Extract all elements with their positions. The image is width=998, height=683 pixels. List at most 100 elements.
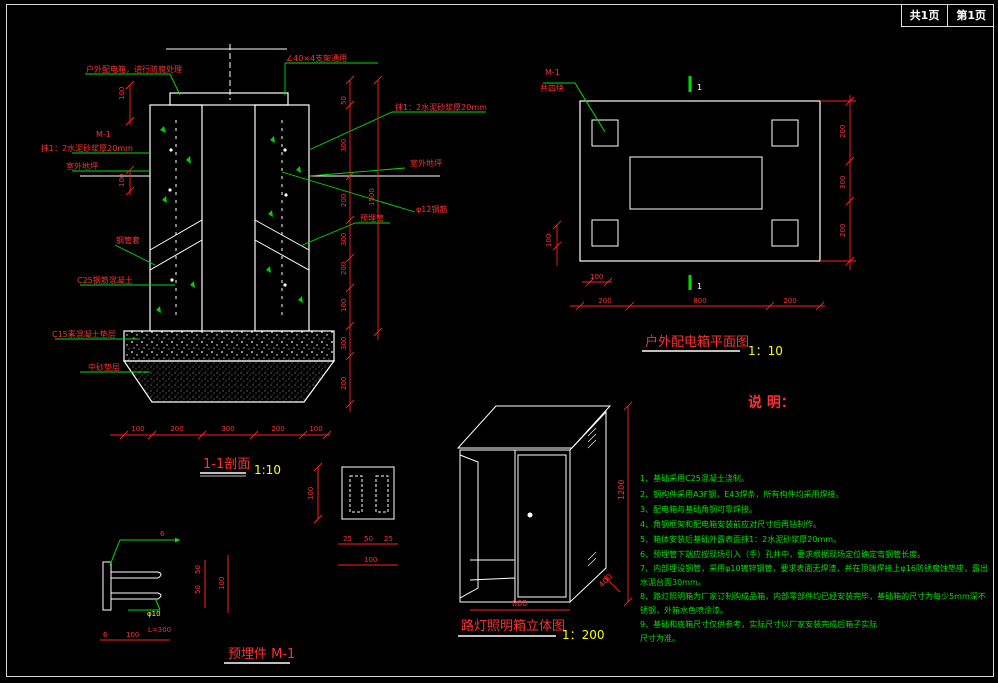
label-outdoor-ground-left: 室外地坪 [66,161,98,171]
dim-right-6: 200 [340,262,348,275]
plan-dim-small: 100 [590,273,603,281]
embed-label-v3: 100 [218,577,226,590]
label-mortar-left: 抹1：2水泥砂浆厚20mm [41,143,133,153]
cabinet-dim-width: 800 [512,599,527,608]
section-view [80,44,440,403]
embed-label-phi: φ10 [147,610,161,618]
plan-dim-right-1: 200 [839,125,847,138]
plan-label-embed: M-1 [545,68,560,77]
dim-right-5: 1500 [368,188,376,206]
embed-title: 预埋件 M-1 [228,647,295,662]
embed-label-dim6: 6 [103,631,108,639]
label-concrete-base: C25钢筋混凝土 [77,275,133,285]
cabinet-title: 路灯照明箱立体图 [461,618,565,634]
cabinet-title-block: 路灯照明箱立体图 1：200 [458,618,605,642]
plan-embed-4 [771,219,799,247]
notes-list: 1、基础采用C25混凝土浇制。 2、钢构件采用A3F钢，E43焊条，所有构件均采… [640,473,925,559]
notes-list-wrapped: 7、内部埋设钢管，采用φ10镀锌钢管，要求表面无焊渣，并在顶端焊接上φ16防锈腐… [636,562,988,646]
plan-view [543,76,821,290]
embed-label-v1: 50 [194,565,202,574]
dim-bottom-4: 200 [271,425,284,433]
plan-label-embed-desc: 共四块 [540,83,564,93]
top-channel-steel [169,92,289,106]
plan-dim-bottom-1: 200 [598,297,611,305]
plan-dim-bottom-3: 200 [783,297,796,305]
dim-right-9: 200 [340,377,348,390]
embed-label-six: 6 [160,530,165,538]
embed-label-dim100: 100 [126,631,139,639]
section-dims-bottom [110,430,332,440]
page-number-label: 第1页 [956,9,986,22]
plan-section-mark-bottom-label: 1 [697,282,702,291]
note-item: 9、基础和底箱尺寸仅供参考，实际尺寸以厂家安装完成后箱子实际 [640,620,878,629]
label-top-channel: ∠40×4支架通用 [286,53,347,63]
section-scale: 1:10 [254,463,281,477]
label-rebar-right: φ12钢筋 [416,204,447,214]
plan-section-mark-top-label: 1 [697,83,702,92]
cabinet-side [569,410,607,604]
plan-title: 户外配电箱平面图 [645,334,749,350]
plan-dims-left [552,220,613,287]
plate-dim-b3: 25 [384,535,393,543]
gravel-cushion [122,360,336,403]
note-item: 8、路灯照明箱为厂家订制购成品箱，内部零部件均已经安装完毕，基础箱的尺寸为每少5… [640,592,986,615]
cabinet-top [456,405,612,449]
plan-dims-bottom [570,301,825,311]
plan-embed-3 [591,219,619,247]
label-steel-pipe-left: 钢管套 [116,235,140,245]
cabinet-dim-depth: 400 [597,572,614,589]
embed-title-block: 预埋件 M-1 [224,647,295,664]
section-dims-left [125,80,135,196]
note-item: 7、内部埋设钢管，采用φ10镀锌钢管，要求表面无焊渣，并在顶端焊接上φ16防锈腐… [640,564,988,587]
drawing-frame [6,4,994,677]
note-item: 5、箱体安装后基础外露表面抹1：2水泥砂浆厚20mm。 [640,534,841,544]
plan-dim-left: 100 [545,234,553,247]
note-item: 4、角钢框架和配电箱安装前应对尺寸后再钻制作。 [640,519,821,529]
label-embed-m1: M-1 [96,130,111,139]
label-mortar-right: 抹1：2水泥砂浆厚20mm [395,102,487,112]
note-item: 2、钢构件采用A3F钢，E43焊条，所有构件均采用焊接。 [640,489,844,499]
plan-embed-1 [591,119,619,147]
cabinet-left-door [459,454,479,599]
dim-right-4: 300 [340,233,348,246]
section-title: 1-1剖面 [203,457,250,472]
dim-bottom-1: 100 [131,425,144,433]
cabinet-3d [456,405,612,604]
dim-left-2: 100 [118,174,126,187]
cabinet-scale: 1：200 [562,628,605,642]
cabinet-right-door [517,454,567,598]
embed-label-length: L=300 [148,626,171,634]
dim-right-2: 300 [340,139,348,152]
plate-dim-width: 100 [364,556,377,564]
dim-bottom-2: 200 [170,425,183,433]
plan-title-block: 户外配电箱平面图 1：10 [642,334,783,358]
dim-right-7: 100 [340,299,348,312]
plan-dim-right-3: 200 [839,224,847,237]
section-labels: 户外配电箱，进行防腐处理 ∠40×4支架通用 M-1 抹1：2水泥砂浆厚20mm… [41,53,487,372]
plan-scale: 1：10 [748,344,783,358]
dim-bottom-5: 100 [309,425,322,433]
title-block: 共1页 第1页 [900,4,994,27]
dim-left-1: 100 [118,87,126,100]
cabinet-dim-height: 1200 [617,480,626,500]
label-outdoor-ground-right: 室外地坪 [410,158,442,168]
plan-dim-right-2: 300 [839,176,847,189]
note-item: 6、预埋管下端应按现场引入（手）孔井中，要求根据现场定位确定弯钢管长度。 [640,549,925,559]
dim-right-3: 200 [340,194,348,207]
plate-dim-height: 100 [307,487,315,500]
label-gravel: 中砂垫层 [88,362,120,372]
cabinet-dims [470,401,633,611]
label-pipe-right: 预埋管 [360,213,384,223]
plan-labels: M-1 共四块 1 1 [540,68,702,291]
plate-dim-b1: 25 [343,535,352,543]
plan-dims-right [820,95,856,270]
embed-label-v2: 50 [194,585,202,594]
dim-right-1: 50 [340,96,348,105]
embed-part-m1 [100,537,229,641]
plan-cable-opening [629,156,763,210]
embed-plate [313,462,398,566]
c15-base [123,330,335,362]
label-cable-line: 户外配电箱，进行防腐处理 [86,64,182,74]
